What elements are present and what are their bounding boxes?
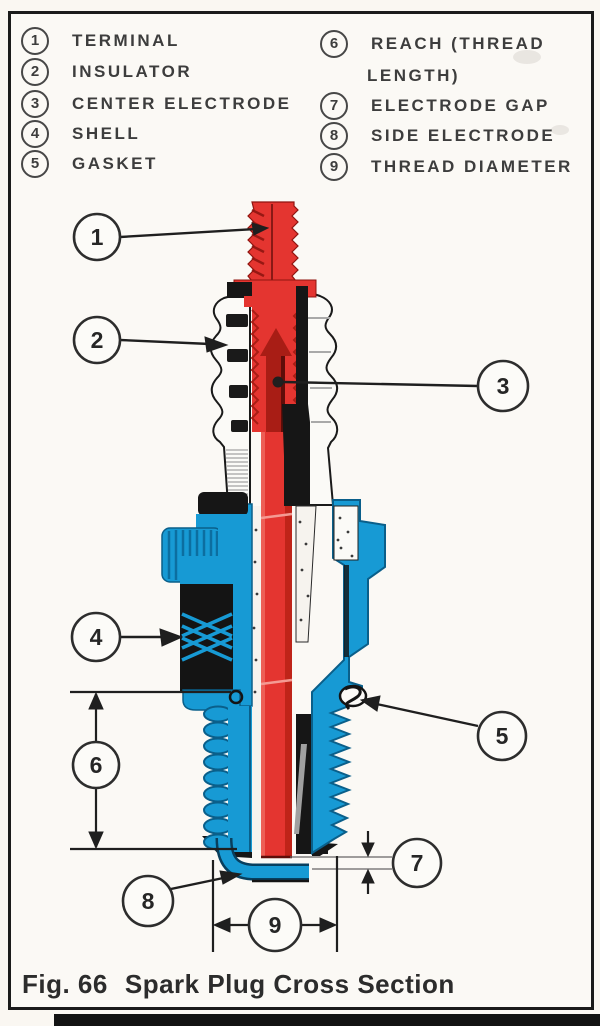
ceramic-speckles <box>252 520 310 694</box>
legend-number-badge: 4 <box>21 119 49 148</box>
callout-number: 2 <box>91 327 104 353</box>
electrode-joint-2 <box>260 678 293 686</box>
legend-label: SIDE ELECTRODE <box>371 125 556 145</box>
insulator-hatch-lines <box>226 449 248 499</box>
insulator-upper <box>209 289 339 506</box>
callout-terminal: 1 <box>72 212 122 262</box>
shell-window-speckles <box>336 516 354 558</box>
shell-right-window <box>333 505 359 561</box>
callout-side-electrode: 8 <box>121 874 175 928</box>
arrowhead-terminal <box>251 222 270 236</box>
side-electrode <box>215 837 309 883</box>
electrode-joint-1 <box>260 512 293 520</box>
callout-gasket: 5 <box>476 710 528 762</box>
legend-item-side-electrode: 8 SIDE ELECTRODE <box>320 121 556 150</box>
legend-label: INSULATOR <box>72 61 193 81</box>
shell-right-half <box>311 499 386 855</box>
legend-number-badge: 5 <box>21 149 49 178</box>
gasket-left-curl <box>228 689 244 705</box>
leader-dot-electrode <box>272 376 284 388</box>
figure-caption: Fig. 66 Spark Plug Cross Section <box>22 969 455 1000</box>
shell <box>161 492 386 855</box>
callout-number: 9 <box>269 912 282 938</box>
legend-item-terminal: 1 TERMINAL <box>21 26 180 55</box>
terminal-flange-shadow <box>227 282 252 298</box>
callout-shell: 4 <box>70 611 122 663</box>
legend-item-shell: 4 SHELL <box>21 119 141 148</box>
callout-center-electrode: 3 <box>476 359 530 413</box>
shell-crimp-black <box>198 492 248 516</box>
terminal-stud <box>247 201 299 282</box>
insulator-rib-shading <box>226 314 248 432</box>
callout-thread-diameter: 9 <box>247 897 303 953</box>
legend-item-reach: 6 REACH (THREAD <box>320 29 546 58</box>
figure-title: Spark Plug Cross Section <box>124 969 455 999</box>
page-bottom-bar <box>54 1014 600 1026</box>
legend-item-insulator: 2 INSULATOR <box>21 57 193 86</box>
callouts: 1 2 3 4 5 6 7 <box>70 212 530 953</box>
legend-item-gasket: 5 GASKET <box>21 149 158 178</box>
callout-number: 7 <box>411 850 424 876</box>
electrode-rod-highlight <box>261 432 265 858</box>
scan-smudges <box>513 50 569 135</box>
insulator-nose-right <box>295 505 317 643</box>
electrode-rod-dark-edge <box>285 432 292 858</box>
insulator-right-rib-lines <box>308 317 332 423</box>
legend-item-thread-diameter: 9 THREAD DIAMETER <box>320 152 573 181</box>
arrowhead-shell <box>159 628 184 647</box>
legend-label: GASKET <box>72 153 158 173</box>
figure-number: Fig. 66 <box>22 969 108 999</box>
shell-right-inner-shadow <box>344 565 349 657</box>
arrowhead-gasket <box>359 695 381 712</box>
gasket <box>338 684 368 710</box>
callout-number: 3 <box>497 373 510 399</box>
annotation-lines <box>70 222 479 952</box>
legend-number-badge: 3 <box>21 89 49 118</box>
legend-number-badge: 9 <box>320 152 348 181</box>
legend-label: LENGTH) <box>367 65 461 85</box>
callout-electrode-gap: 7 <box>391 837 443 889</box>
shell-threads-left <box>203 705 233 851</box>
insulator-nose-left <box>252 506 261 850</box>
callout-number: 5 <box>496 723 509 749</box>
shell-upper-body <box>180 556 233 586</box>
callout-number: 8 <box>142 888 155 914</box>
legend-label: ELECTRODE GAP <box>371 95 550 115</box>
legend-label: SHELL <box>72 123 141 143</box>
arrowhead-side-electrode <box>219 870 243 885</box>
insulator-nose <box>252 505 317 850</box>
arrowhead-insulator <box>204 336 229 353</box>
legend-number-badge: 2 <box>21 57 49 86</box>
legend-label: CENTER ELECTRODE <box>72 93 292 113</box>
callout-insulator: 2 <box>72 315 122 365</box>
legend-number-badge: 8 <box>320 121 348 150</box>
legend-label: REACH (THREAD <box>371 33 546 53</box>
side-electrode-body <box>218 837 309 878</box>
electrode-thread-chevrons-left <box>250 309 260 425</box>
shell-knurl-hatch <box>181 612 233 662</box>
legend-label: TERMINAL <box>72 30 180 50</box>
legend-item-electrode-gap: 7 ELECTRODE GAP <box>320 91 550 120</box>
legend-item-center-electrode: 3 CENTER ELECTRODE <box>21 89 292 118</box>
legend-label: THREAD DIAMETER <box>371 156 573 176</box>
callout-number: 4 <box>90 624 103 650</box>
legend-number-badge: 6 <box>320 29 348 58</box>
callout-reach: 6 <box>71 740 121 790</box>
legend-number-badge: 7 <box>320 91 348 120</box>
electrode-seal-arrow <box>260 328 292 356</box>
shell-thread-column-left <box>228 706 252 852</box>
gasket-s-curve <box>344 685 362 710</box>
callout-number: 1 <box>91 224 104 250</box>
legend-item-reach-line2: LENGTH) <box>367 62 460 89</box>
callout-number: 6 <box>90 752 103 778</box>
legend-number-badge: 1 <box>21 26 49 55</box>
